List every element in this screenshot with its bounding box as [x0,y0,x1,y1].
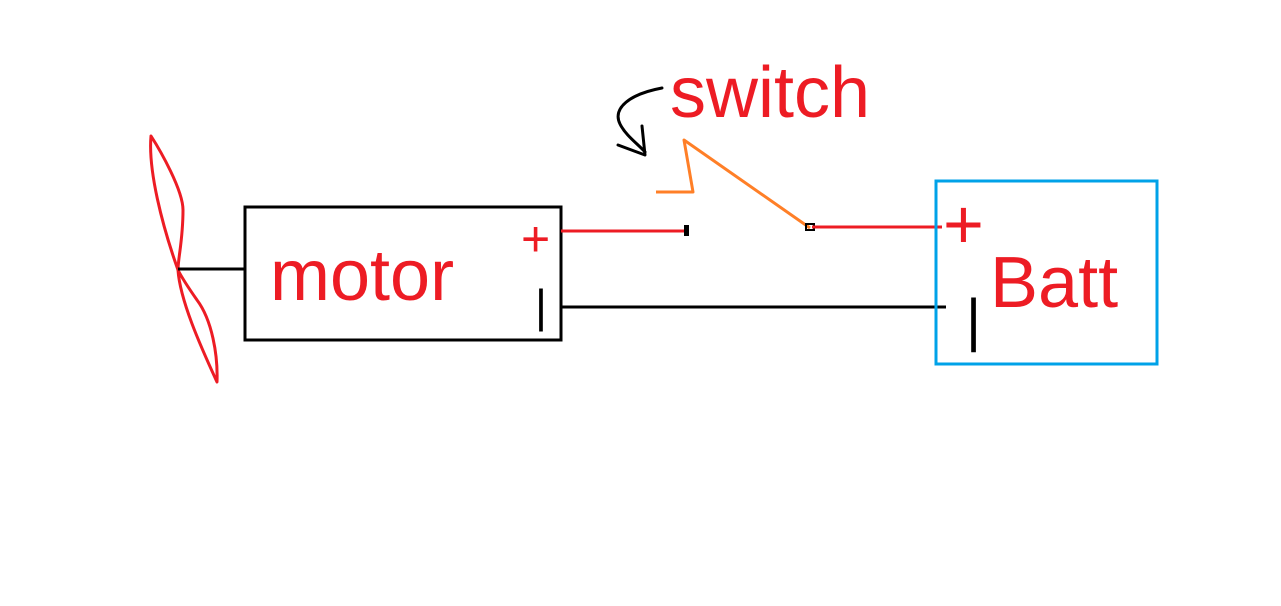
battery-label: Batt [990,243,1118,323]
switch-label: switch [670,53,870,133]
battery-box [934,179,1159,366]
motor-plus-terminal: + [521,211,550,267]
propeller-icon [149,134,219,384]
switch-lever [656,138,811,230]
motor-box [243,205,563,342]
battery-plus-terminal: + [943,185,984,263]
switch-contact-left [684,225,689,236]
curved-arrow-icon [616,86,664,157]
battery-minus-terminal: | [966,288,981,353]
motor-minus-terminal: | [535,280,547,332]
motor-label: motor [270,236,454,316]
